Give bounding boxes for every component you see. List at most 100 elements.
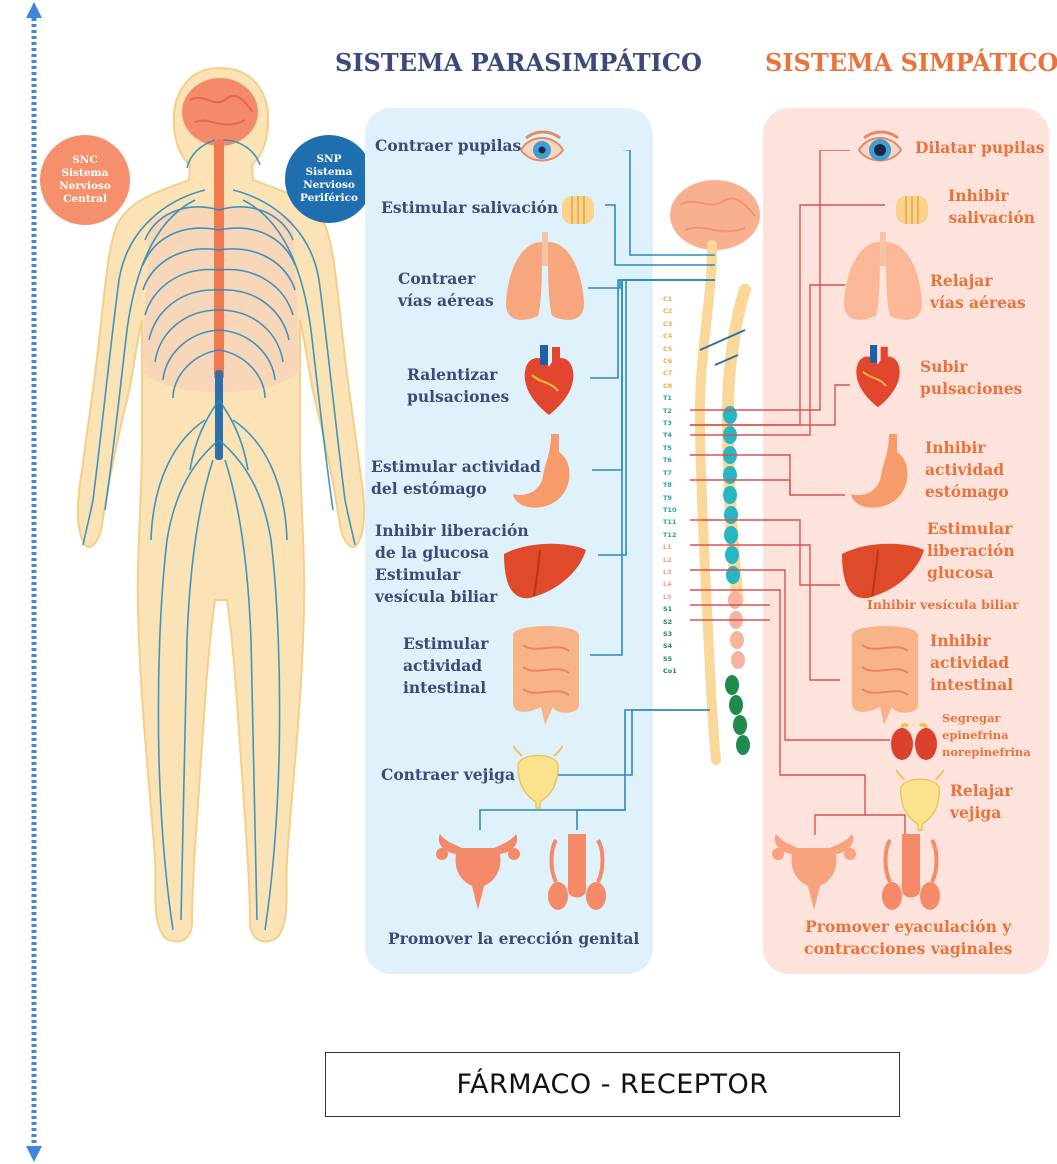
eye-icon: [856, 128, 904, 168]
eye-icon: [518, 128, 566, 168]
symp-glucose-label: Estimular liberación glucosa: [927, 518, 1015, 584]
heart-icon: [520, 345, 578, 417]
para-intestine-line-3: intestinal: [403, 677, 488, 699]
para-airways-line-2: vías aéreas: [398, 290, 494, 312]
cervical-labels: C1 C2 C3 C4 C5 C6 C7 C8: [663, 293, 679, 392]
lumbar-labels: L1 L2 L3 L4 L5: [663, 541, 679, 603]
vertebra-label: C2: [663, 305, 679, 317]
symp-glucose-line-3: glucosa: [927, 562, 1015, 584]
symp-stomach-line-3: estómago: [925, 481, 1009, 503]
symp-glucose-line-2: liberación: [927, 540, 1015, 562]
symp-bladder-label: Relajar vejiga: [950, 780, 1013, 824]
bladder-icon: [512, 746, 564, 810]
vertebra-label: C4: [663, 330, 679, 342]
para-liver-line-1: Inhibir liberación: [375, 520, 529, 542]
vertebra-label: T5: [663, 442, 679, 454]
male-genital-icon: [546, 830, 608, 914]
symp-stomach-line-2: actividad: [925, 459, 1009, 481]
symp-bladder-line-1: Relajar: [950, 780, 1013, 802]
para-saliva-label: Estimular salivación: [381, 197, 558, 219]
vertebra-label: T11: [663, 516, 679, 528]
lungs-icon: [500, 232, 590, 327]
vertebra-label: S2: [663, 616, 679, 628]
salivary-gland-icon: [892, 192, 932, 228]
intestine-icon: [844, 615, 926, 727]
symp-genital-label: Promover eyaculación y contracciones vag…: [804, 916, 1012, 960]
sympathetic-title: SISTEMA SIMPÁTICO: [765, 48, 1057, 77]
vertebra-label: T2: [663, 405, 679, 417]
symp-genital-line-1: Promover eyaculación y: [804, 916, 1012, 938]
uterus-icon: [768, 830, 860, 914]
vertebra-label: C5: [663, 343, 679, 355]
lungs-icon: [838, 232, 928, 327]
male-genital-icon: [880, 830, 942, 914]
caption-box: FÁRMACO - RECEPTOR: [325, 1052, 900, 1117]
symp-stomach-line-1: Inhibir: [925, 437, 1009, 459]
vertebra-label: S4: [663, 640, 679, 652]
parasympathetic-title: SISTEMA PARASIMPÁTICO: [335, 48, 702, 77]
caption-text: FÁRMACO - RECEPTOR: [456, 1069, 768, 1100]
para-liver-line-2: de la glucosa: [375, 542, 529, 564]
thoracic-labels: T1 T2 T3 T4 T5 T6 T7 T8 T9 T10 T11 T12: [663, 392, 679, 541]
vertebra-label: L2: [663, 554, 679, 566]
symp-saliva-line-2: salivación: [930, 207, 1035, 229]
liver-icon: [838, 540, 926, 602]
vertebra-label: T4: [663, 429, 679, 441]
snp-badge-line-3: Nervioso: [303, 179, 355, 192]
symp-gallbladder-label: Inhibir vesícula biliar: [867, 594, 1019, 616]
vertebra-label: S3: [663, 628, 679, 640]
vertebra-label: T6: [663, 454, 679, 466]
vertebra-label: S1: [663, 603, 679, 615]
symp-adrenal-line-2: epinefrina: [942, 727, 1031, 744]
symp-pupils-label: Dilatar pupilas: [915, 137, 1045, 159]
para-heart-line-1: Ralentizar: [407, 364, 509, 386]
para-heart-label: Ralentizar pulsaciones: [407, 364, 509, 408]
snp-badge-line-2: Sistema: [306, 166, 353, 179]
symp-glucose-line-1: Estimular: [927, 518, 1015, 540]
vertebra-label: T1: [663, 392, 679, 404]
symp-adrenal-line-3: norepinefrina: [942, 744, 1031, 761]
para-bladder-label: Contraer vejiga: [381, 764, 515, 786]
para-liver-line-4: vesícula biliar: [375, 586, 529, 608]
symp-adrenal-line-1: Segregar: [942, 710, 1031, 727]
snc-badge-line-4: Central: [63, 193, 107, 206]
vertebra-label: T8: [663, 479, 679, 491]
salivary-gland-icon: [558, 192, 598, 228]
para-stomach-line-2: del estómago: [371, 478, 541, 500]
vertebra-label: S5: [663, 653, 679, 665]
bladder-icon: [894, 770, 946, 832]
vertebra-label: T7: [663, 467, 679, 479]
symp-bladder-line-2: vejiga: [950, 802, 1013, 824]
snc-badge-line-3: Nervioso: [59, 180, 111, 193]
vertebra-label: C8: [663, 380, 679, 392]
snc-badge: SNC Sistema Nervioso Central: [40, 135, 130, 225]
vertebra-label: C3: [663, 318, 679, 330]
symp-airways-line-1: Relajar: [930, 270, 1026, 292]
stomach-icon: [845, 432, 915, 512]
kidneys-icon: [888, 722, 940, 764]
intestine-icon: [505, 615, 587, 727]
vertebra-label: T12: [663, 529, 679, 541]
symp-airways-line-2: vías aéreas: [930, 292, 1026, 314]
symp-intestine-line-2: actividad: [930, 652, 1013, 674]
vertebra-label: L1: [663, 541, 679, 553]
para-genital-label: Promover la erección genital: [388, 928, 639, 950]
symp-heart-line-2: pulsaciones: [920, 378, 1022, 400]
para-liver-label: Inhibir liberación de la glucosa Estimul…: [375, 520, 529, 608]
vertebra-label: C7: [663, 367, 679, 379]
vertebra-label: Co1: [663, 665, 679, 677]
symp-stomach-label: Inhibir actividad estómago: [925, 437, 1009, 503]
symp-saliva-label: Inhibir salivación: [930, 185, 1035, 229]
para-airways-label: Contraer vías aéreas: [398, 268, 494, 312]
snc-badge-line-1: SNC: [72, 154, 98, 167]
vertebra-label: T9: [663, 492, 679, 504]
vertebra-label: C6: [663, 355, 679, 367]
snp-badge-line-1: SNP: [316, 153, 341, 166]
symp-genital-line-2: contracciones vaginales: [804, 938, 1012, 960]
vertebra-label: T10: [663, 504, 679, 516]
vertebra-label: L3: [663, 566, 679, 578]
vertebra-label: C1: [663, 293, 679, 305]
symp-intestine-label: Inhibir actividad intestinal: [930, 630, 1013, 696]
para-stomach-line-1: Estimular actividad: [371, 456, 541, 478]
symp-heart-label: Subir pulsaciones: [920, 356, 1022, 400]
